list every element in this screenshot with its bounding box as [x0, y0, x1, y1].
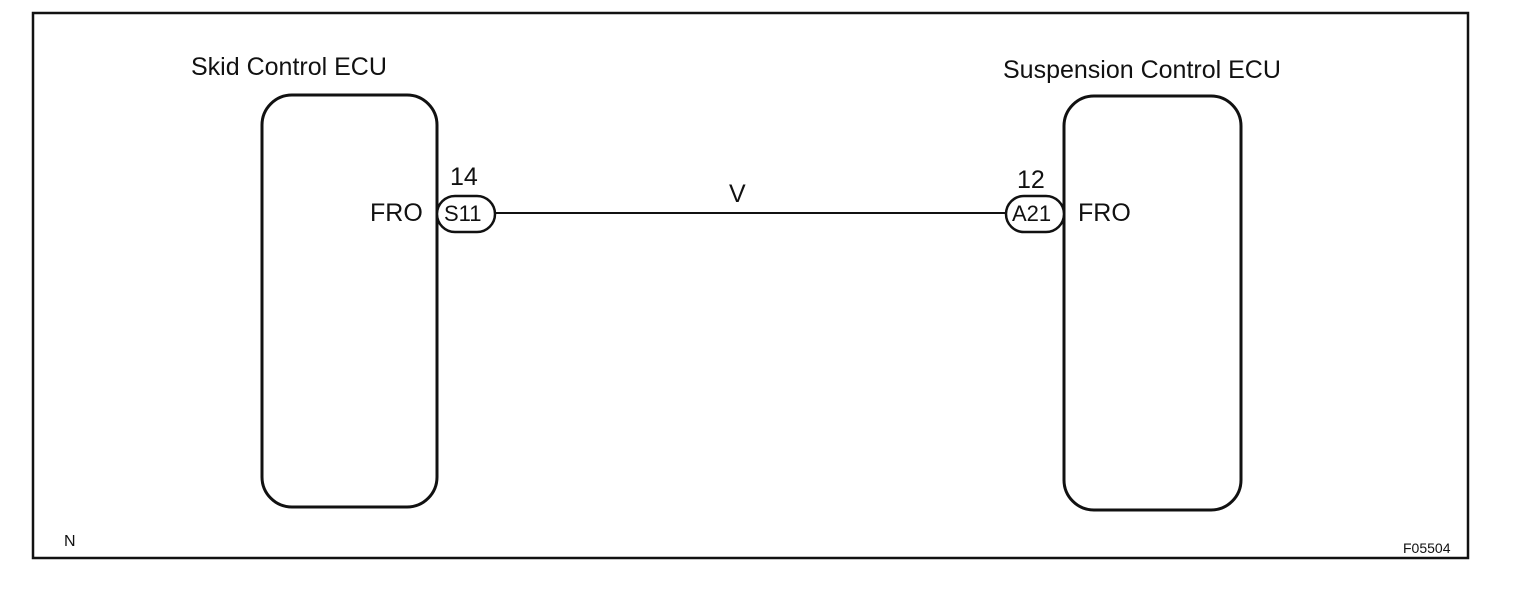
right-pin-number: 12 [1017, 166, 1045, 194]
left-pin-number: 14 [450, 163, 478, 191]
right-connector-label: A21 [1012, 201, 1052, 226]
suspension-control-ecu-title: Suspension Control ECU [1003, 56, 1281, 84]
corner-label: N [64, 533, 76, 550]
skid-control-ecu-title: Skid Control ECU [191, 53, 387, 81]
diagram-frame [31, 11, 1470, 560]
skid-control-ecu-box [260, 93, 439, 509]
connector-a21-outline [1004, 194, 1066, 234]
left-connector-label: S11 [444, 201, 482, 226]
connector-s11-outline [435, 194, 497, 234]
left-terminal-label: FRO [370, 199, 423, 227]
right-terminal-label: FRO [1078, 199, 1131, 227]
suspension-control-ecu-box [1062, 94, 1243, 512]
wire-color-label: V [729, 180, 746, 208]
figure-code: F05504 [1403, 540, 1451, 556]
